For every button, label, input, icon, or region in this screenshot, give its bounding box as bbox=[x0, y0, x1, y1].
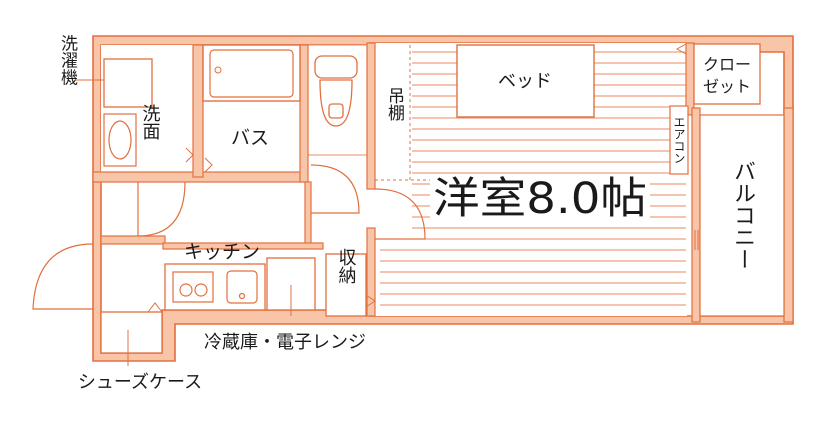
bed-label: ベッド bbox=[498, 71, 552, 92]
toilet bbox=[314, 55, 358, 127]
room-label-bg bbox=[430, 175, 650, 219]
bed-outline bbox=[456, 44, 595, 118]
kitchen-label: キッチン bbox=[184, 241, 260, 263]
fridge-microwave-label: 冷蔵庫・電子レンジ bbox=[204, 332, 366, 353]
closet-label-line-1: クロー bbox=[703, 55, 751, 74]
aircon-label: エアコン bbox=[672, 116, 686, 164]
hanging-shelf bbox=[375, 45, 434, 181]
bath-door-mark bbox=[204, 157, 213, 173]
balcony-area bbox=[699, 114, 785, 317]
hanging-shelf-label: 吊棚 bbox=[384, 87, 405, 122]
aircon-unit bbox=[669, 105, 689, 175]
closet-door-mark bbox=[675, 43, 687, 55]
room-label: 洋室8.0帖 bbox=[433, 174, 647, 224]
shoe-case-label: シューズケース bbox=[78, 372, 202, 393]
bathtub-drain bbox=[214, 66, 222, 74]
kitchen-sink bbox=[226, 270, 258, 304]
shoe-case bbox=[100, 311, 163, 354]
closet-outline bbox=[693, 43, 761, 105]
washroom-label: 洗面 bbox=[140, 104, 161, 140]
balcony-window bbox=[694, 230, 699, 250]
washroom-door-mark bbox=[185, 147, 194, 163]
balcony-label: バルコニー bbox=[730, 160, 755, 270]
toilet-room bbox=[307, 44, 368, 156]
closet-label-line-2: ゼット bbox=[703, 77, 751, 96]
washing-machine-pan bbox=[103, 58, 153, 108]
shoe-case-door-mark bbox=[147, 302, 163, 313]
bathtub-inner bbox=[209, 49, 294, 98]
washroom-door bbox=[137, 181, 186, 237]
entrance-door bbox=[32, 243, 94, 310]
toilet-door bbox=[310, 164, 360, 214]
washbasin-bowl bbox=[108, 120, 132, 160]
storage-box bbox=[325, 253, 367, 317]
room-door bbox=[374, 188, 426, 240]
bath-label: バス bbox=[231, 127, 269, 149]
storage-label: 収納 bbox=[336, 248, 357, 284]
doors bbox=[32, 164, 426, 310]
washing-machine-label: 洗濯機 bbox=[57, 34, 78, 86]
stove bbox=[172, 271, 214, 303]
storage-door-mark bbox=[365, 294, 376, 308]
